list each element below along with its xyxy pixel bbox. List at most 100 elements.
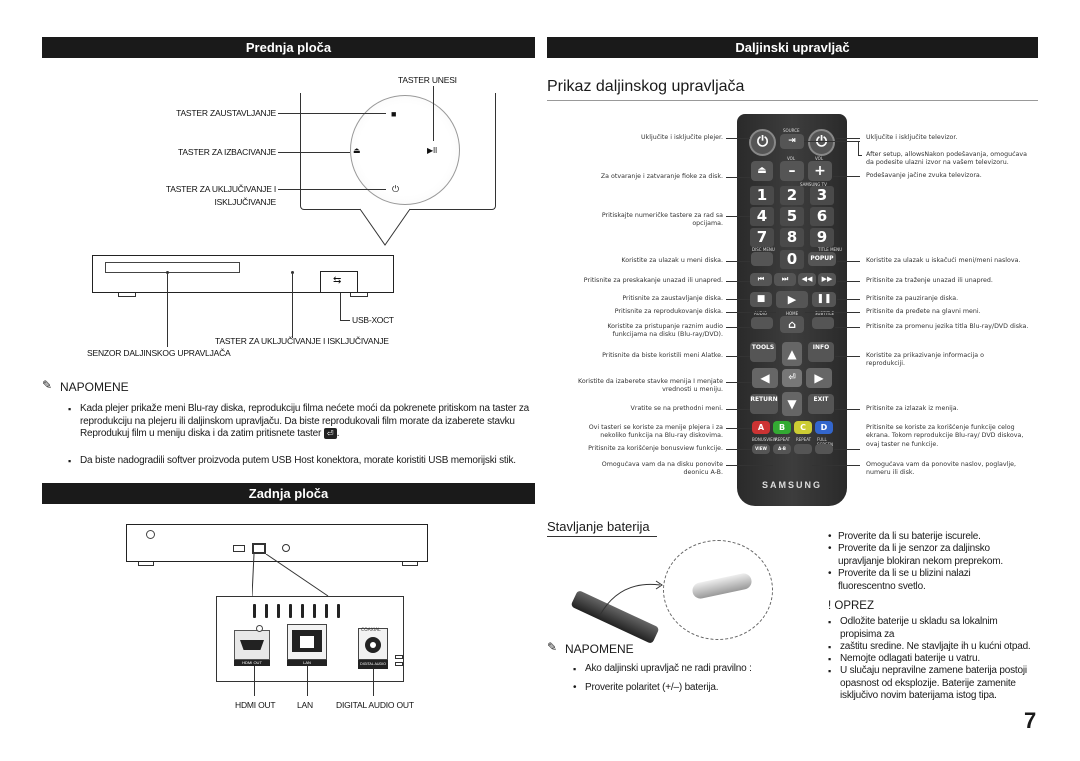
source-label: SOURCE <box>783 128 800 133</box>
nav-up-button[interactable]: ▲ <box>782 342 802 366</box>
info-button[interactable]: INFO <box>808 342 834 362</box>
tools-label: TOOLS <box>751 344 775 351</box>
b-button[interactable]: B <box>773 421 791 434</box>
callout-right-12: Omogućava vam da ponovite naslov, poglav… <box>866 461 1016 477</box>
num-3-button[interactable]: 3 <box>810 186 834 205</box>
callout-left-6: Pritisnite za zaustavljanje diska. <box>622 295 723 302</box>
hdmi-small-label: HDMI OUT <box>234 660 270 666</box>
caution-title: ! OPREZ <box>828 600 875 612</box>
check-item-3: Proverite da li se u blizini nalazi fluo… <box>838 568 971 592</box>
callout-left-3: Pritiskajte numeričke tastere za rad sa … <box>601 212 723 228</box>
callout-left-14: Omogućava vam da na disku ponovite deoni… <box>601 461 723 477</box>
bonusview-label: BONUSVIEW <box>752 437 777 442</box>
callout-right-11: Pritisnite se koriste za korišćenje funk… <box>866 424 1024 448</box>
disc-menu-button[interactable] <box>751 252 773 266</box>
skip-back-button[interactable]: ⏮ <box>750 273 772 286</box>
check-item-1: Proverite da li su baterije iscurele. <box>838 531 981 542</box>
digital-small-label: DIGITAL AUDIO OUT <box>358 660 388 669</box>
callout-left-8: Koristite za pristupanje raznim audio fu… <box>607 323 723 339</box>
zoom-pointer <box>359 206 411 246</box>
play-button[interactable]: ▶ <box>776 291 808 308</box>
skip-forward-button[interactable]: ⏭ <box>774 273 796 286</box>
num-0-button[interactable]: 0 <box>780 250 804 269</box>
check-item-2: Proverite da li je senzor za daljinsko u… <box>838 543 1003 567</box>
return-button[interactable]: RETURN <box>750 394 778 414</box>
coaxial-text: COAXIAL <box>361 628 381 633</box>
callout-right-6: Pritisnite za pauziranje diska. <box>866 295 959 302</box>
repeat-button[interactable] <box>794 444 812 454</box>
search-back-button[interactable]: ◀◀ <box>798 273 816 286</box>
d-button[interactable]: D <box>815 421 833 434</box>
callout-right-7: Pritisnite da pređete na glavni meni. <box>866 308 981 315</box>
caution-item-3: Nemojte odlagati baterije u vatru. <box>828 653 1040 666</box>
vol-label-2: VOL <box>815 156 824 161</box>
front-panel-header: Prednja ploča <box>42 37 535 58</box>
eject-button[interactable]: ⏏ <box>751 161 773 181</box>
enter-button[interactable]: ⏎ <box>782 369 802 387</box>
battery-note-sub: Proverite polaritet (+/–) baterija. <box>585 682 719 693</box>
repeat-ab-button[interactable]: A-B <box>773 444 791 454</box>
disc-menu-label: DISC MENU <box>752 247 775 252</box>
remote-header: Daljinski upravljač <box>547 37 1038 58</box>
vol-label-1: VOL <box>787 156 796 161</box>
pause-button[interactable]: ❚❚ <box>812 292 836 307</box>
vol-down-button[interactable]: – <box>780 161 804 181</box>
num-4-button[interactable]: 4 <box>750 207 774 226</box>
callout-left-11: Vratite se na prethodni meni. <box>630 405 723 412</box>
a-button[interactable]: A <box>752 421 770 434</box>
remote-title: Prikaz daljinskog upravljača <box>547 78 745 95</box>
popup-button[interactable]: POPUP <box>808 252 836 266</box>
samsung-logo: SAMSUNG <box>761 480 822 490</box>
vent-slots <box>253 604 343 618</box>
num-7-button[interactable]: 7 <box>750 228 774 247</box>
audio-label: AUDIO <box>754 311 768 316</box>
callout-right-9: Koristite za prikazivanje informacija o … <box>866 352 984 368</box>
tv-power-button[interactable]: ⏻ <box>808 129 835 156</box>
note-item-1: Kada plejer prikaže meni Blu-ray diska, … <box>68 403 532 441</box>
callout-left-9: Pritisnite da biste koristili meni Alatk… <box>602 352 723 359</box>
battery-note-bullet: • <box>573 682 577 693</box>
exit-button[interactable]: EXIT <box>808 394 834 414</box>
callout-left-7: Pritisnite za reprodukovanje diska. <box>614 308 723 315</box>
callout-right-8: Pritisnite za promenu jezika titla Blu-r… <box>866 323 1029 330</box>
num-6-button[interactable]: 6 <box>810 207 834 226</box>
num-9-button[interactable]: 9 <box>810 228 834 247</box>
stop-button[interactable]: ■ <box>750 292 772 307</box>
eject-icon: ⏏ <box>353 146 361 155</box>
label-taster-power-1: TASTER ZA UKLJUČIVANJE I <box>165 184 276 194</box>
num-1-button[interactable]: 1 <box>750 186 774 205</box>
callout-left-1: Uključite i isključite plejer. <box>640 134 723 141</box>
callout-right-2: After setup, allowsNakon podešavanja, om… <box>866 151 1027 167</box>
enter-icon: ⏎ <box>323 428 337 439</box>
full-screen-button[interactable] <box>815 444 833 454</box>
battery-arrow <box>599 580 663 616</box>
tools-button[interactable]: TOOLS <box>750 342 776 362</box>
num-5-button[interactable]: 5 <box>780 207 804 226</box>
callout-left-10: Koristite da izaberete stavke menija I m… <box>578 378 723 394</box>
nav-down-button[interactable]: ▼ <box>782 392 802 416</box>
label-taster-unesi: TASTER UNESI <box>398 75 457 85</box>
nav-right-button[interactable]: ▶ <box>806 368 832 388</box>
battery-title: Stavljanje baterija <box>547 519 650 534</box>
note-item-1-text: Kada plejer prikaže meni Blu-ray diska, … <box>80 403 530 440</box>
view-button[interactable]: VIEW <box>752 444 770 454</box>
repeat-label-2: REPEAT <box>796 437 812 442</box>
num-2-button[interactable]: 2 <box>780 186 804 205</box>
label-digital-audio-out: DIGITAL AUDIO OUT <box>336 700 414 710</box>
note-icon: ✎ <box>42 378 53 392</box>
callout-left-5: Pritisnite za preskakanje unazad ili una… <box>583 277 723 284</box>
nav-left-button[interactable]: ◀ <box>752 368 778 388</box>
vol-up-button[interactable]: + <box>808 161 832 181</box>
subtitle-button[interactable] <box>812 317 834 329</box>
search-forward-button[interactable]: ▶▶ <box>818 273 836 286</box>
note-icon-right: ✎ <box>547 640 558 654</box>
samsung-tv-label: SAMSUNG TV <box>800 182 827 187</box>
check-bullet-2: • <box>828 543 832 554</box>
player-power-button[interactable]: ⏻ <box>749 129 776 156</box>
back-panel-header: Zadnja ploča <box>42 483 535 504</box>
source-button[interactable]: ⇥ <box>780 134 804 149</box>
home-button[interactable]: ⌂ <box>780 316 804 333</box>
c-button[interactable]: C <box>794 421 812 434</box>
audio-button[interactable] <box>751 317 773 329</box>
num-8-button[interactable]: 8 <box>780 228 804 247</box>
